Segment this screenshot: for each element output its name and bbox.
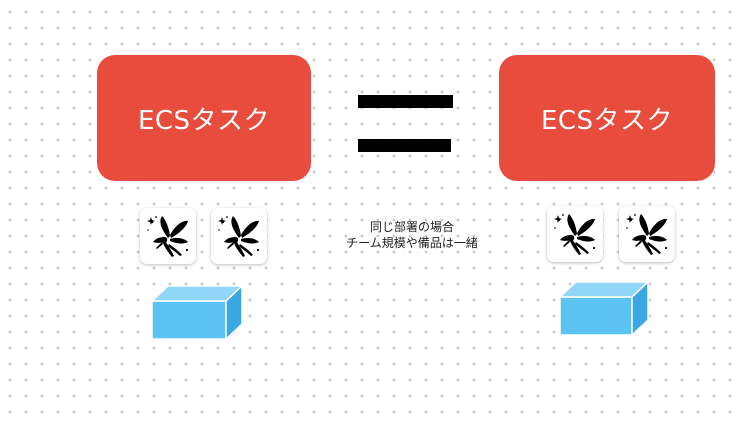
- note-line-2: チーム規模や備品は一緒: [346, 236, 478, 250]
- fairy-icon: [547, 206, 603, 262]
- equals-bar-bottom: [358, 139, 451, 152]
- equals-bar-top: [358, 95, 453, 108]
- note-text: 同じ部署の場合 チーム規模や備品は一緒: [322, 219, 502, 251]
- note-line-1: 同じ部署の場合: [369, 220, 454, 234]
- fairy-icon: [140, 208, 196, 264]
- ecs-task-label-right: ECSタスク: [540, 105, 674, 136]
- ecs-task-label-left: ECSタスク: [137, 105, 271, 136]
- fairy-icon: [211, 208, 267, 264]
- cube-icon: [560, 281, 650, 337]
- fairy-icon: [619, 206, 675, 262]
- ecs-task-box-left: ECSタスク: [97, 55, 311, 181]
- ecs-task-box-right: ECSタスク: [499, 55, 715, 181]
- cube-icon: [152, 285, 244, 341]
